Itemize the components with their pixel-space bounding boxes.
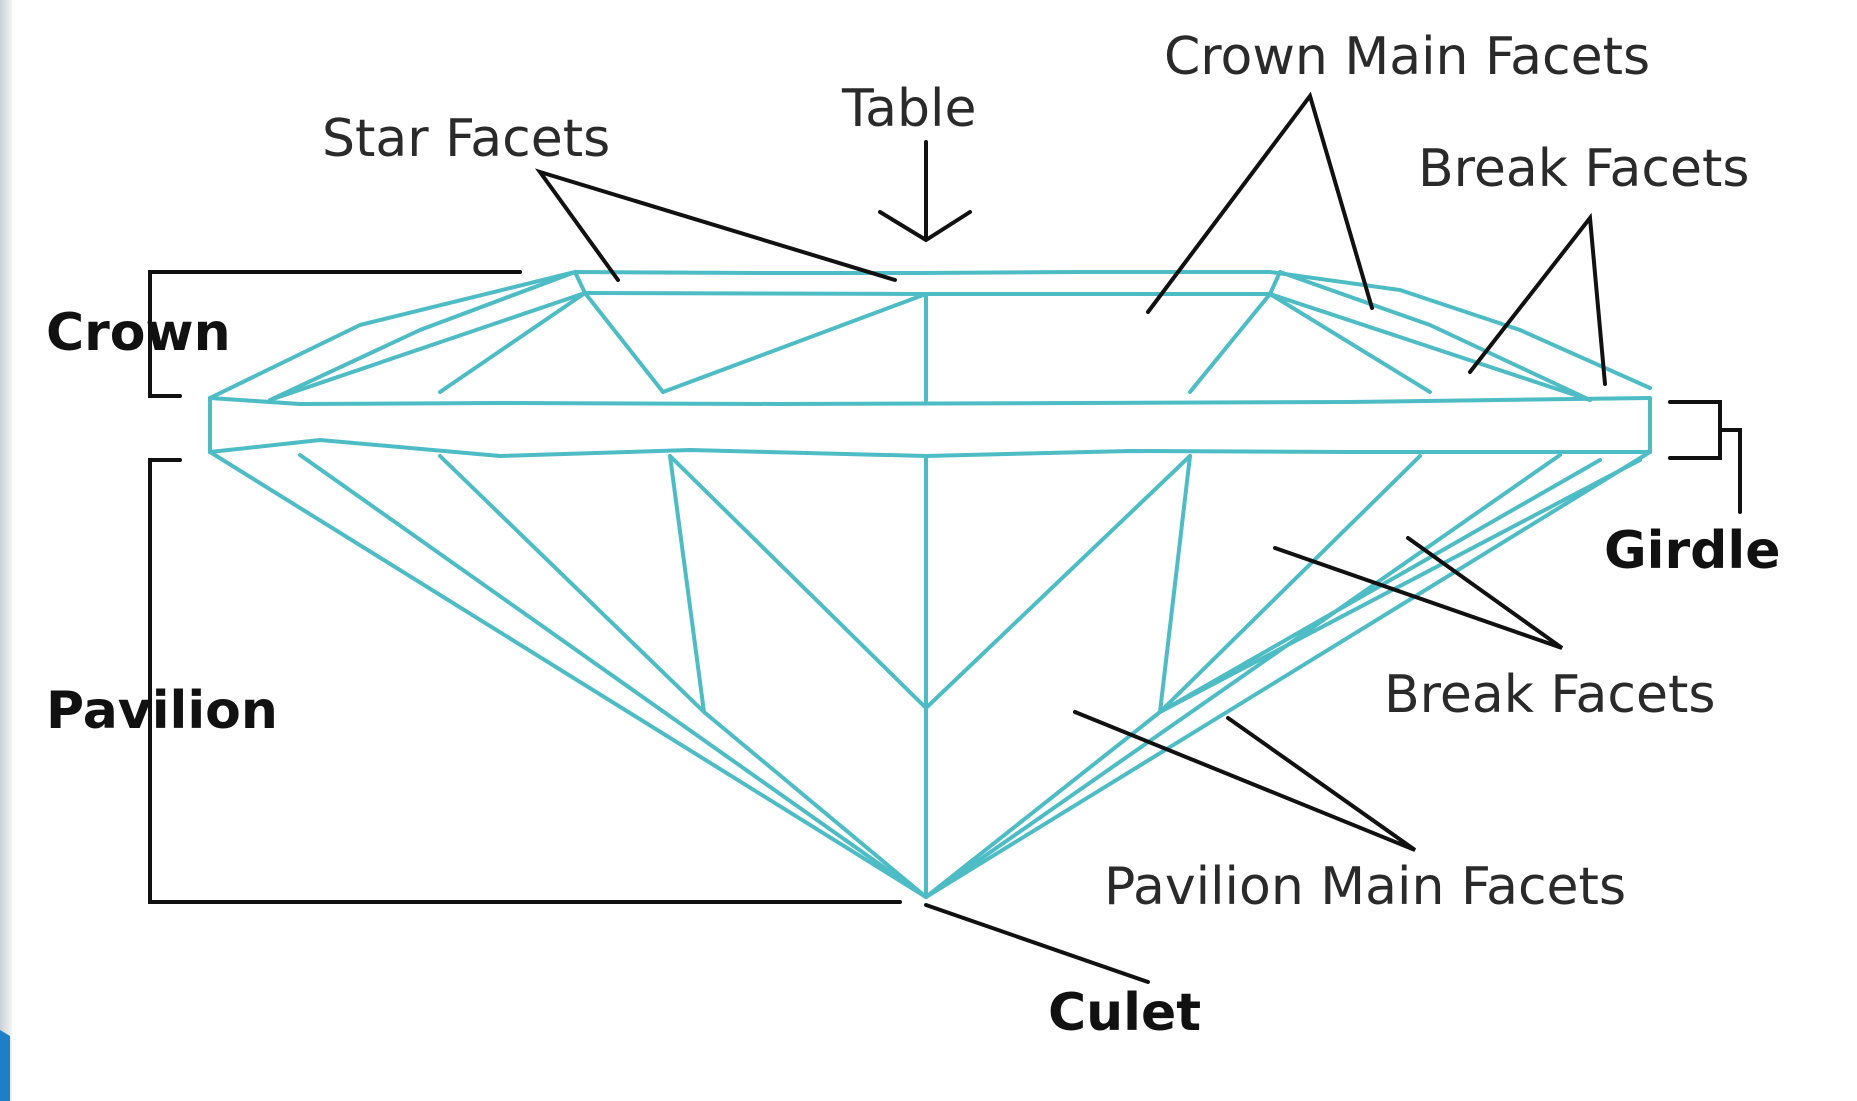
label-star-facets: Star Facets [322, 109, 610, 169]
crown-facet-line [1270, 272, 1280, 294]
label-crown: Crown [46, 303, 231, 363]
crown-facet-line [1280, 272, 1590, 400]
crown-facet-line [926, 294, 1270, 392]
girdle-bottom-edge [210, 440, 1650, 456]
leader-lines [150, 96, 1740, 982]
label-table: Table [841, 79, 976, 139]
label-crown-main-facets: Crown Main Facets [1164, 27, 1650, 87]
crown-facet-line [270, 272, 575, 400]
pavilion-facet-line [670, 456, 926, 897]
label-break-facets-bottom: Break Facets [1384, 665, 1715, 725]
star-facets-leader [540, 172, 895, 280]
pavilion-main-facets-leader [1075, 712, 1415, 850]
pavilion-facet-line [926, 456, 1190, 708]
girdle-top-edge [210, 398, 1650, 404]
crown-facet-line [585, 293, 926, 392]
crown-facet-line [1270, 294, 1590, 400]
label-pavilion: Pavilion [46, 681, 278, 741]
pavilion-facet-line [300, 455, 926, 897]
crown-facet-line [440, 293, 585, 392]
crown-facet-line [1270, 294, 1430, 392]
pavilion-facet-line [926, 456, 1190, 897]
corner-mark [0, 1030, 10, 1101]
diamond-outline [210, 272, 1650, 897]
crown-facet-line [575, 272, 585, 293]
label-girdle: Girdle [1604, 521, 1780, 581]
pavilion-facet-line [670, 456, 926, 708]
crown-facet-line [270, 293, 663, 400]
label-pavilion-main-facets: Pavilion Main Facets [1104, 857, 1626, 917]
girdle-pointer [1720, 430, 1740, 512]
girdle-bracket [1670, 402, 1720, 458]
label-culet: Culet [1048, 983, 1201, 1043]
crown-outline [210, 272, 1650, 398]
pavilion-left-outline [210, 452, 926, 897]
label-break-facets-top: Break Facets [1418, 139, 1749, 199]
left-edge-shade [0, 0, 12, 1101]
